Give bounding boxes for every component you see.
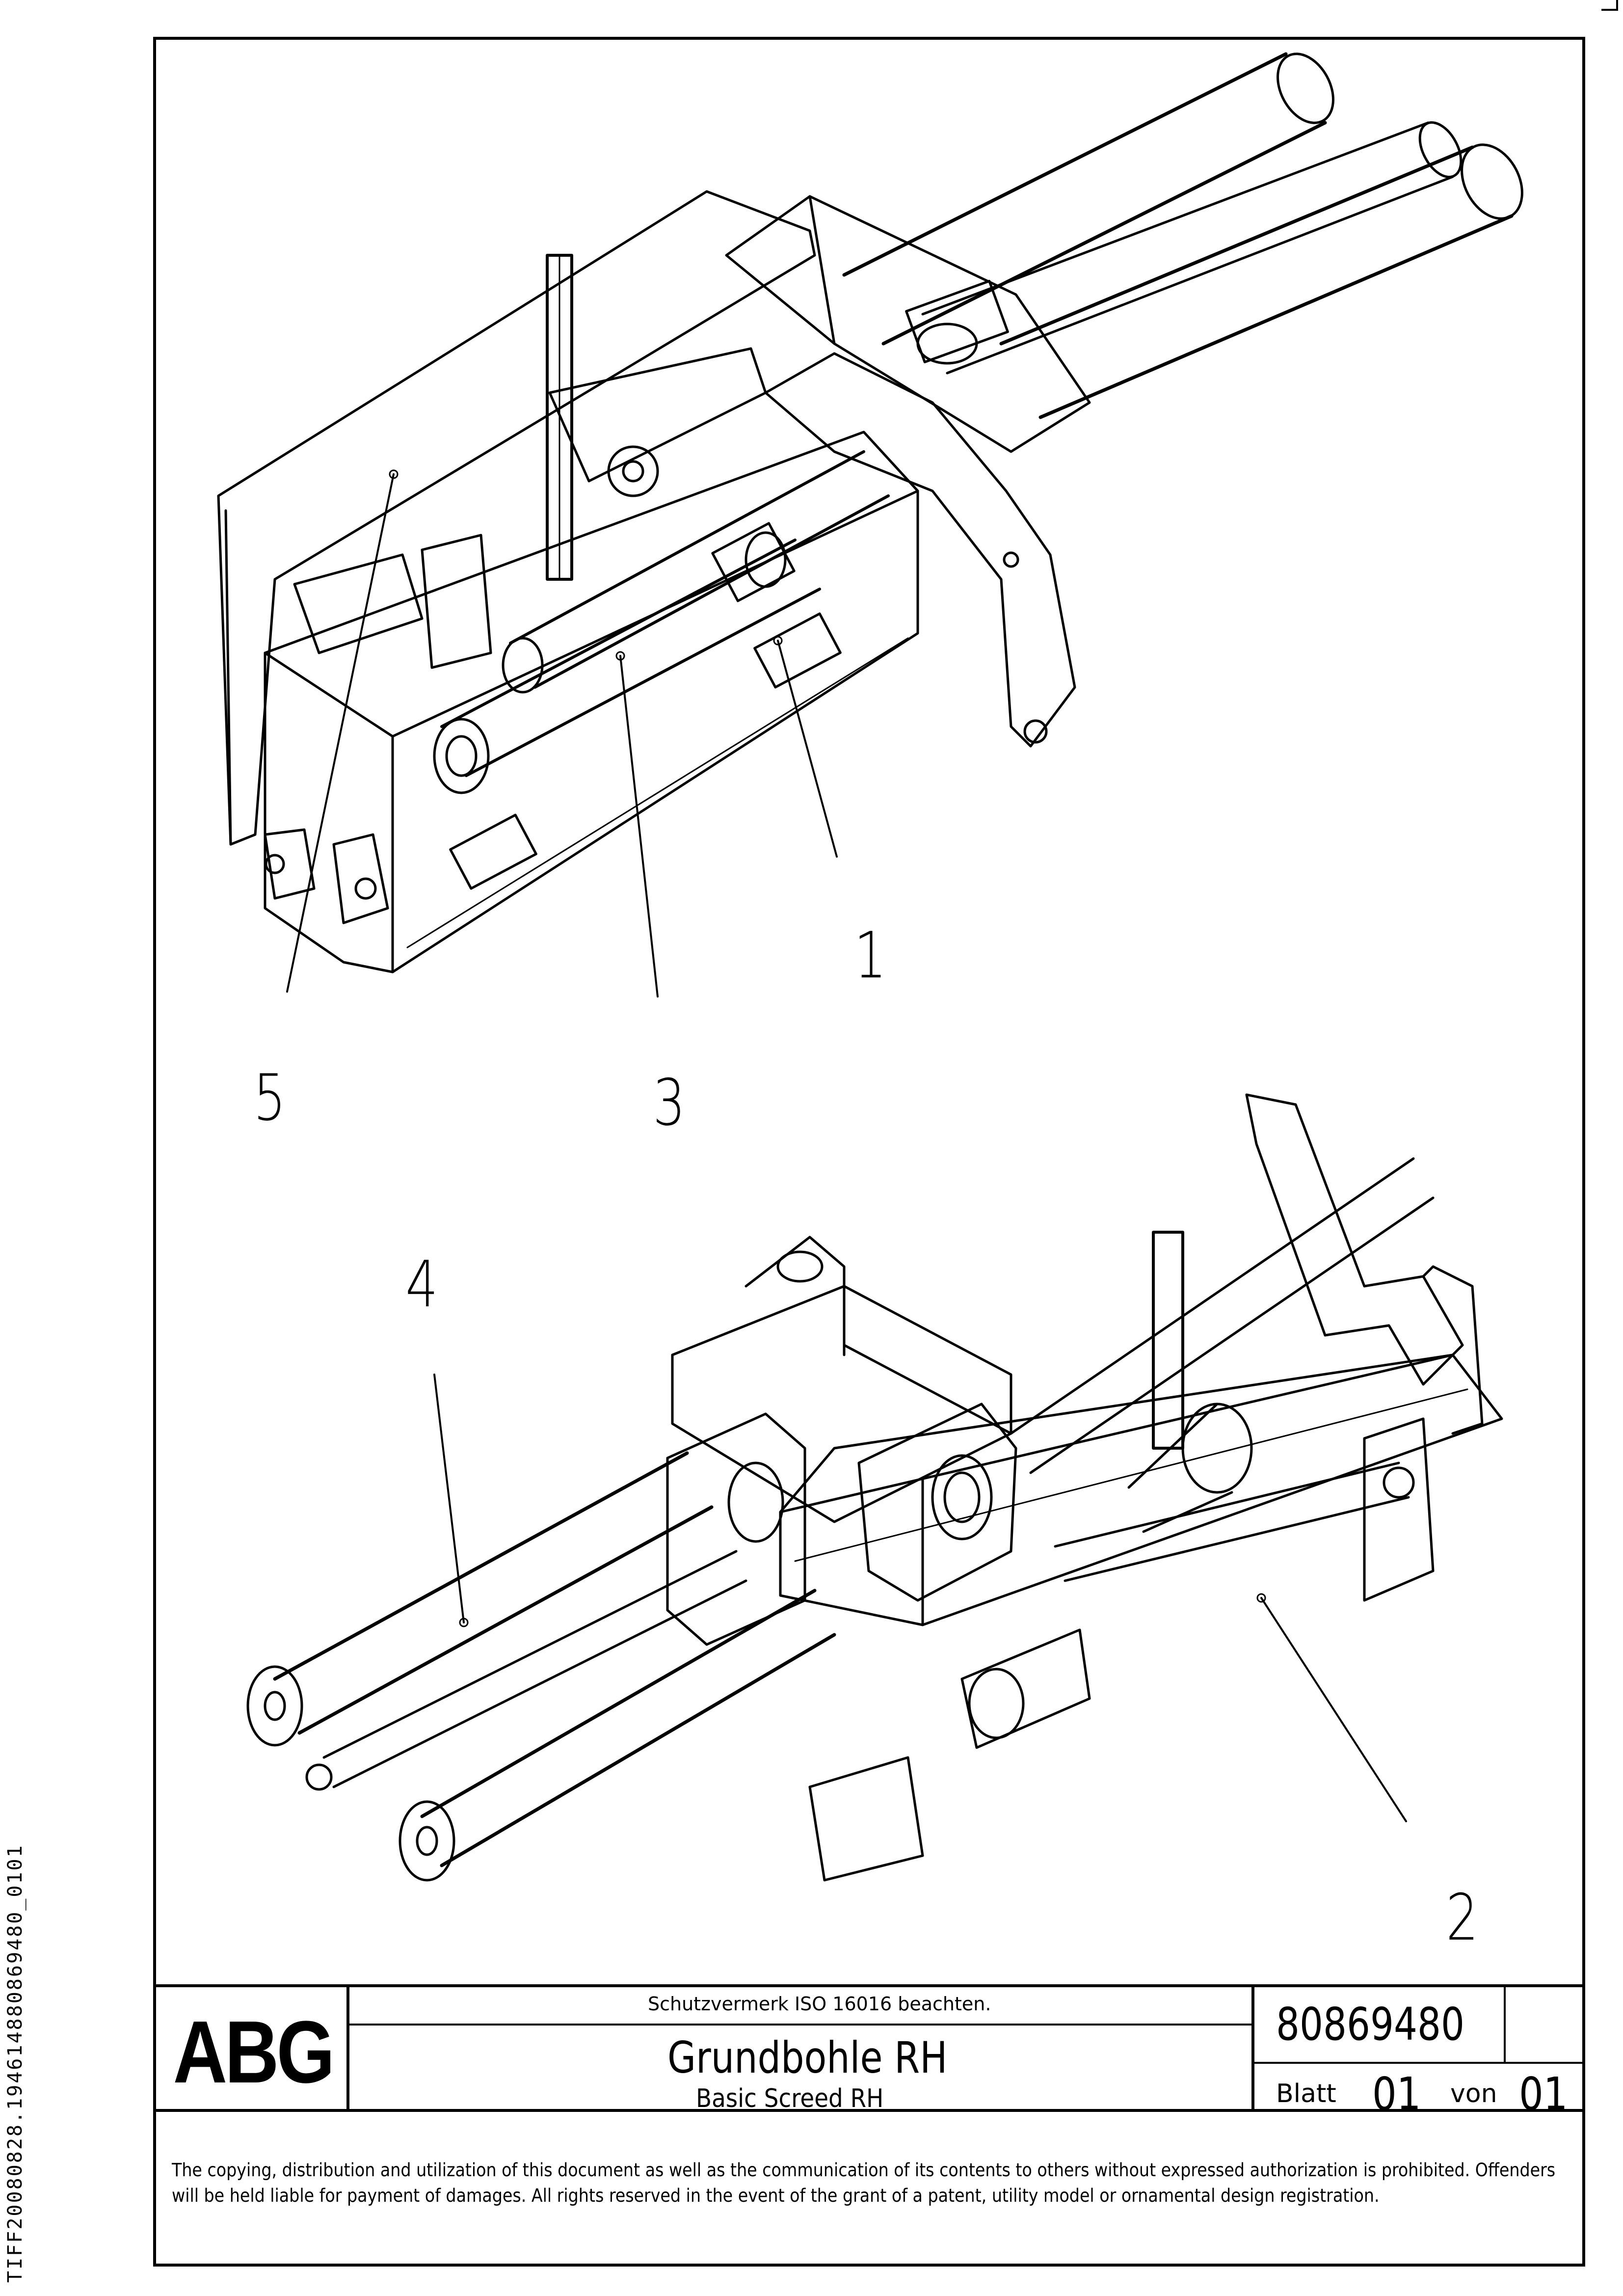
title-german: Grundbohle RH (667, 2032, 948, 2083)
callout-2: 2 (1446, 1880, 1479, 1955)
callout-1: 1 (854, 918, 887, 993)
number-divider (1251, 1984, 1254, 2112)
document-file-id: TIFF20080828.194614880869480_0101 (4, 1844, 27, 2283)
number-sheet-divider (1251, 2062, 1585, 2064)
title-block-top-line (153, 1984, 1585, 1987)
of-value: 01 (1519, 2068, 1568, 2120)
logo-divider (346, 1984, 349, 2112)
document-number: 80869480 (1276, 1998, 1464, 2051)
lower-screed-assembly (246, 1093, 1503, 1882)
legal-notice: The copying, distribution and utilizatio… (172, 2160, 1556, 2206)
callout-4: 4 (405, 1247, 438, 1322)
drawing-frame (153, 37, 1585, 2267)
protection-divider (346, 2024, 1254, 2026)
title-english: Basic Screed RH (696, 2084, 884, 2113)
sheet-value: 01 (1372, 2068, 1421, 2120)
upper-screed-assembly (217, 52, 1523, 973)
callout-3: 3 (653, 1065, 686, 1140)
corner-mark (1601, 0, 1618, 11)
sheet-label: Blatt (1276, 2079, 1336, 2108)
protection-note: Schutzvermerk ISO 16016 beachten. (648, 1993, 991, 2015)
technical-drawing (217, 52, 1523, 1882)
leader-lines (286, 469, 1407, 1822)
number-right-divider (1504, 1984, 1506, 2063)
abg-logo: ABG (173, 2002, 335, 2102)
title-block-bottom-line (153, 2109, 1585, 2112)
callout-5: 5 (253, 1060, 286, 1135)
of-label: von (1450, 2079, 1497, 2108)
